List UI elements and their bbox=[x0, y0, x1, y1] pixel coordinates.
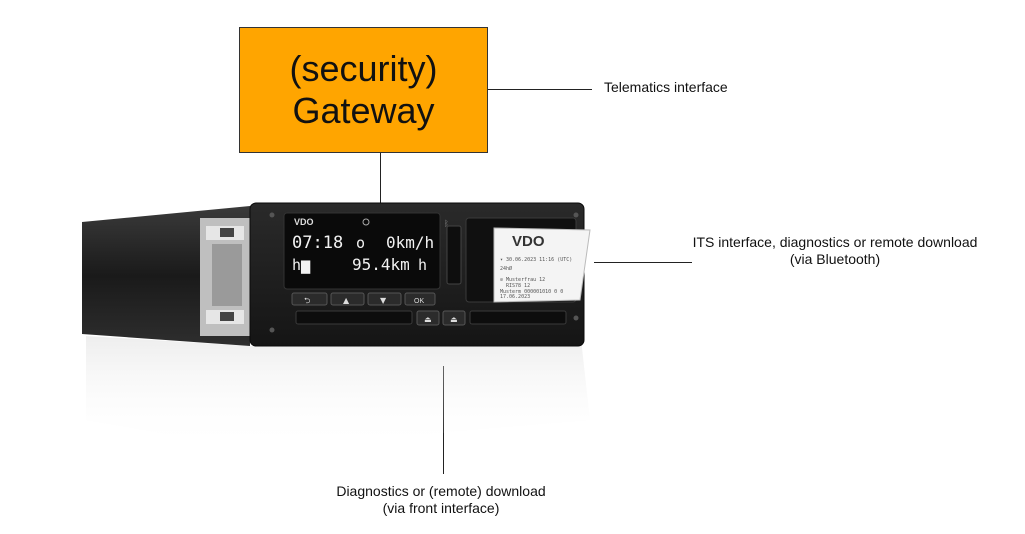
device-front-face: VDO 07:18 o 0km/h h▆ 95.4km h ᛒ ⮌ ▲ ▼ OK… bbox=[249, 202, 591, 347]
svg-text:▲: ▲ bbox=[343, 296, 350, 305]
bluetooth-connector-line bbox=[594, 262, 692, 263]
svg-text:⮌: ⮌ bbox=[304, 296, 310, 305]
svg-text:17.06.2023: 17.06.2023 bbox=[500, 294, 530, 300]
front-interface-label: Diagnostics or (remote) download (via fr… bbox=[336, 483, 546, 516]
svg-text:⏏: ⏏ bbox=[450, 315, 458, 324]
display-speed: 0km/h bbox=[386, 233, 434, 252]
security-gateway-box: (security) Gateway bbox=[239, 27, 488, 153]
svg-text:h▆: h▆ bbox=[292, 256, 311, 274]
gateway-title-line2: Gateway bbox=[292, 90, 435, 131]
svg-text:RIS78 12: RIS78 12 bbox=[506, 283, 530, 289]
gateway-to-device-line bbox=[380, 153, 381, 213]
svg-text:▼: ▼ bbox=[380, 296, 387, 305]
svg-text:OK: OK bbox=[414, 298, 424, 305]
gateway-title-line1: (security) bbox=[289, 48, 438, 89]
svg-text:▾ 30.06.2023 11:16 (UTC): ▾ 30.06.2023 11:16 (UTC) bbox=[500, 257, 572, 263]
svg-text:o: o bbox=[356, 234, 365, 252]
its-interface-label: ITS interface, diagnostics or remote dow… bbox=[692, 234, 978, 267]
svg-text:24hØ: 24hØ bbox=[500, 265, 512, 272]
printer-brand-logo: VDO bbox=[512, 233, 545, 250]
display-distance: 95.4km bbox=[352, 255, 410, 274]
svg-text:⊘ Musterfrau 12: ⊘ Musterfrau 12 bbox=[500, 277, 545, 283]
display-time: 07:18 bbox=[292, 233, 343, 253]
svg-text:⏏: ⏏ bbox=[424, 315, 432, 324]
device-brand-logo: VDO bbox=[294, 217, 314, 227]
telematics-interface-label: Telematics interface bbox=[604, 79, 728, 95]
device-side-body bbox=[82, 206, 250, 346]
svg-text:Musterm 000001010 0 0: Musterm 000001010 0 0 bbox=[500, 289, 563, 295]
telematics-connector-line bbox=[488, 89, 592, 90]
svg-text:ᛒ: ᛒ bbox=[444, 219, 449, 228]
device-reflection bbox=[86, 330, 590, 450]
svg-text:h: h bbox=[418, 256, 427, 274]
